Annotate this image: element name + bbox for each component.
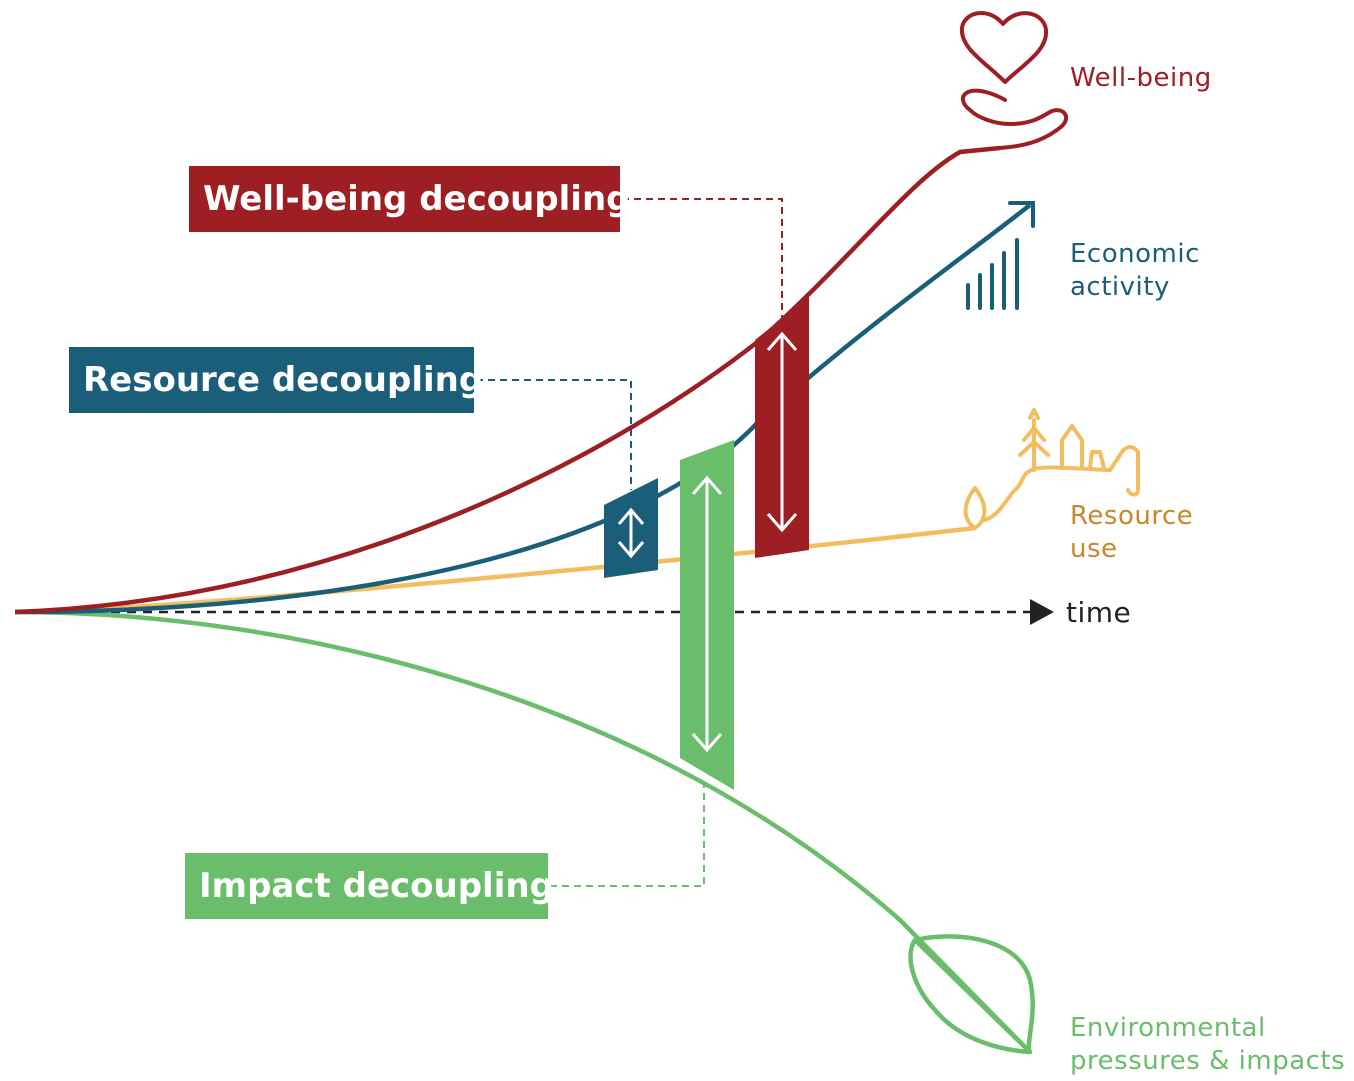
resource-label-line1: Resource [1070, 501, 1194, 531]
env-label-line1: Environmental [1070, 1013, 1266, 1043]
landscape-resources-icon [963, 408, 1140, 530]
wellbeing-connector [622, 198, 783, 330]
impact-connector [550, 782, 705, 887]
wellbeing-decoupling-label: Well-being decoupling [189, 166, 631, 232]
economic-label-line2: activity [1070, 272, 1170, 302]
heart-in-hand-icon [959, 11, 1069, 150]
well-being-label: Well-being [1070, 63, 1212, 93]
impact-decoupling-label: Impact decoupling [185, 853, 554, 919]
growth-arrow-bars-icon [966, 201, 1035, 310]
resource-connector [476, 379, 632, 490]
resource-label-line2: use [1070, 534, 1118, 564]
environmental-impacts-curve [14, 609, 1032, 1054]
time-axis-arrowhead [1030, 599, 1054, 625]
economic-label-line1: Economic [1070, 239, 1200, 269]
leaf-icon [908, 934, 1035, 1055]
double-arrow-icon [766, 331, 798, 533]
double-arrow-icon [691, 475, 723, 753]
well-being-curve [14, 145, 1001, 615]
double-arrow-icon [617, 507, 645, 559]
economic-activity-label: Economic activity [1070, 238, 1200, 304]
resource-use-label: Resource use [1070, 500, 1193, 566]
resource-decoupling-label: Resource decoupling [69, 347, 483, 413]
env-label-line2: pressures & impacts [1070, 1046, 1346, 1076]
environmental-impacts-label: Environmental pressures & impacts [1070, 1012, 1345, 1078]
time-axis-label: time [1066, 596, 1132, 629]
